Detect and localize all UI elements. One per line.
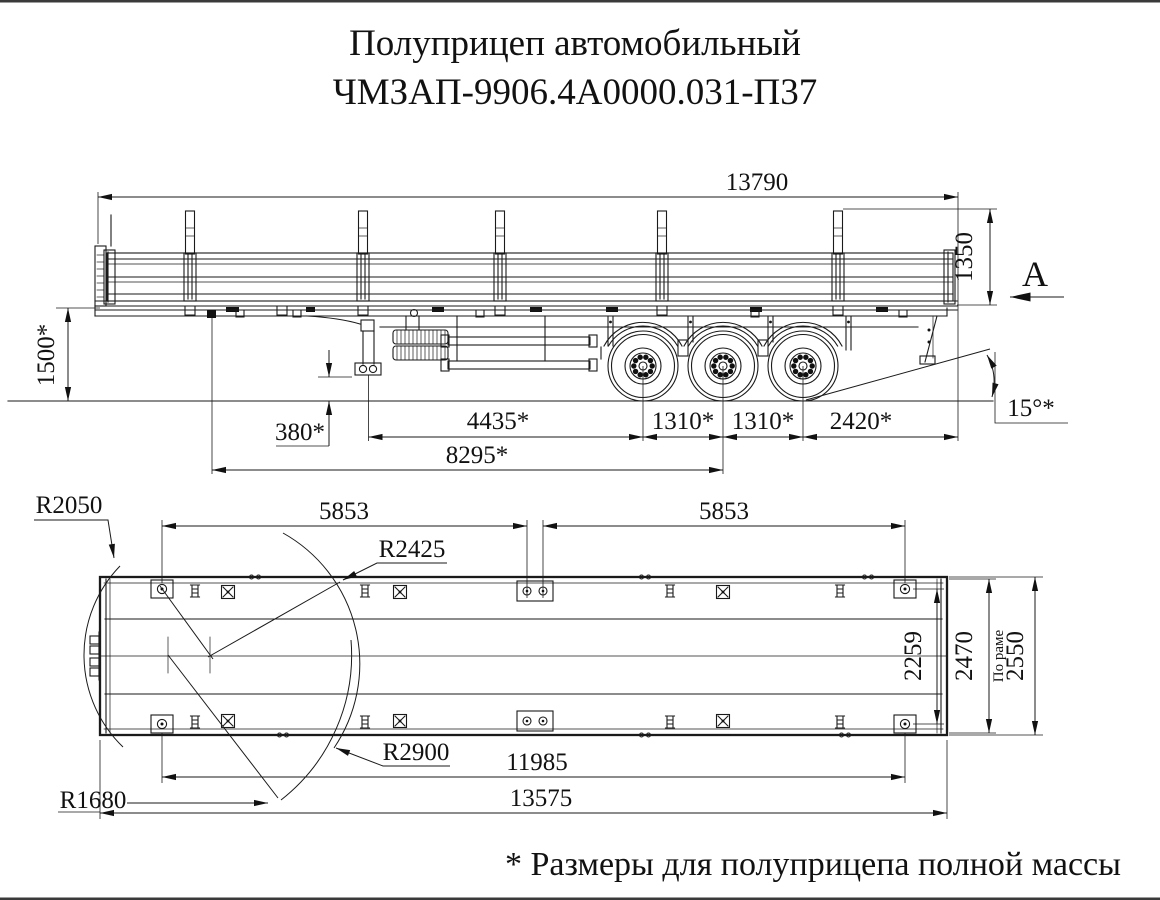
dim-frame-width-note: По раме [991,629,1007,682]
dim-departure-angle-value: 15°* [1007,395,1055,422]
radius-label-r2050: R2050 [34,492,115,559]
dim-kingpin-bogie: 8295* [212,442,723,474]
dim-rear-overhang-value: 2420* [830,408,893,435]
dim-twistlock-width-value: 2259 [900,631,927,681]
view-arrow-label: А [1022,254,1048,294]
landing-support [354,319,382,376]
dim-overall-length: 13790 [97,169,959,441]
dim-deck-height: 1500* [33,307,100,401]
dim-side-height: 1350 [843,208,997,306]
spare-wheel [392,315,449,361]
dim-body-width: 2470 [949,578,996,734]
dim-axle-row: 4435* 1310* 1310* 2420* [368,408,958,441]
footnote: * Размеры для полуприцепа полной массы [505,846,1121,883]
dim-body-width-value: 2470 [951,631,978,681]
title-line-2: ЧМЗАП-9906.4А0000.031-П37 [333,72,818,113]
dim-twistlock-length-value: 11985 [506,749,568,776]
turning-radii: R2050 R2425 R2900 R1680 [34,492,450,814]
side-view: 13790 [7,169,1068,474]
dim-rear-section-value: 5853 [699,498,749,525]
dim-axle-gap2-value: 1310* [732,408,795,435]
sheet-bottom-edge [0,897,1160,900]
dim-frame-width: По раме 2550 [949,576,1043,736]
dim-twistlock-width: 2259 [900,588,944,725]
platform-body [89,574,949,738]
bogie [603,315,852,402]
axle-extension-lines [211,318,804,474]
board-end-front [103,249,116,305]
dim-frame-width-value: 2550 [1002,631,1029,681]
plan-view: R2050 R2425 R2900 R1680 5853 [34,492,1043,819]
dim-body-length-value: 13575 [510,785,573,812]
dim-axle-gap1-value: 1310* [652,408,715,435]
dim-ground-clearance: 380* [275,350,352,447]
dim-twistlock-length: 11985 [161,733,906,783]
kingpin [207,310,216,318]
fittings-top-row [150,574,917,602]
dim-front-section: 5853 [161,498,528,598]
radius-label-r1680: R1680 [58,787,268,814]
dim-deck-height-value: 1500* [33,324,60,387]
view-arrow-a: А [1010,254,1064,302]
dim-support-axle1-value: 4435* [467,408,530,435]
board-end-rear [943,249,956,305]
floor-band [94,300,958,316]
fittings-bottom-row [150,710,917,738]
dim-side-height-value: 1350 [951,232,978,282]
title-block: Полуприцеп автомобильный ЧМЗАП-9906.4А00… [333,23,818,113]
side-boards [103,249,956,305]
dim-kingpin-bogie-value: 8295* [446,442,509,469]
radius-rear-swing-value: R2900 [383,739,450,766]
dim-overall-length-value: 13790 [726,169,789,196]
side-rails [440,315,602,372]
radius-label-r2425: R2425 [342,536,447,581]
dim-rear-section: 5853 [542,498,906,598]
dim-body-length: 13575 [99,740,948,819]
front-couplings [89,631,100,681]
radius-front-corner-value: R2050 [36,492,103,519]
sheet-top-edge [0,0,1160,3]
radius-rear-corner-value: R1680 [60,787,127,814]
stakes [184,210,844,255]
radius-label-r2900: R2900 [335,739,450,767]
departure-angle: 15°* [805,348,1068,424]
radius-front-swing-value: R2425 [379,536,446,563]
dim-ground-clearance-value: 380* [275,419,325,446]
front-wall [94,214,112,307]
title-line-1: Полуприцеп автомобильный [349,23,801,64]
axle-hangers [607,315,852,351]
dim-front-section-value: 5853 [319,498,369,525]
